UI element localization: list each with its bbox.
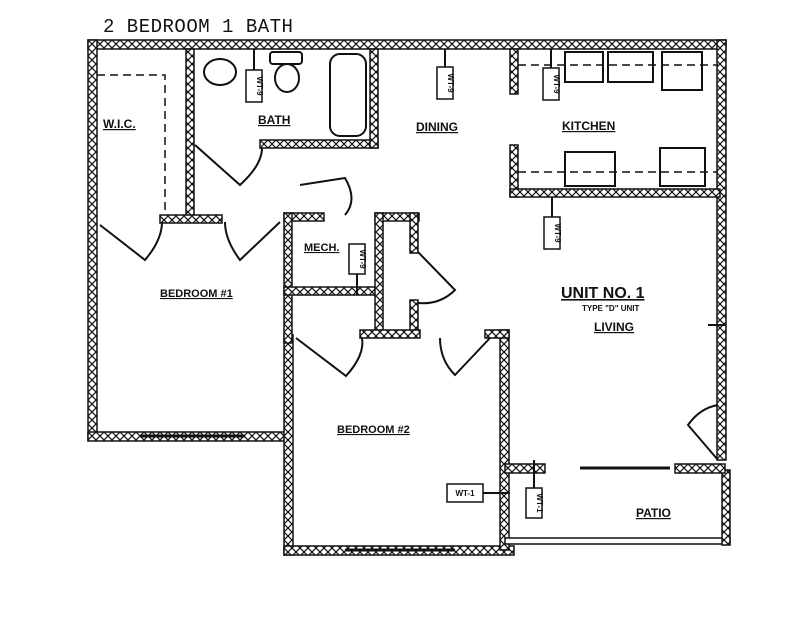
tag-bedroom-2: WT-1	[455, 489, 475, 498]
tag-kitchen-upper: WT-9	[552, 74, 561, 94]
label-bedroom-1: BEDROOM #1	[160, 288, 233, 300]
plan-title: 2 BEDROOM 1 BATH	[103, 16, 294, 38]
unit-type: TYPE "D" UNIT	[582, 304, 639, 313]
label-living: LIVING	[594, 320, 634, 334]
tag-kitchen-lower: WT-9	[553, 223, 562, 243]
tag-bath: WT-9	[255, 76, 264, 96]
sink-icon	[203, 58, 237, 86]
toilet-tank-icon	[269, 51, 303, 65]
tag-dining: WT-9	[446, 73, 455, 93]
stove-icon	[564, 151, 616, 187]
windows	[140, 434, 670, 552]
toilet-icon	[274, 63, 300, 93]
unit-name: UNIT NO. 1	[561, 285, 645, 302]
tag-patio: WT-1	[535, 493, 544, 513]
label-kitchen: KITCHEN	[562, 119, 615, 133]
label-bedroom-2: BEDROOM #2	[337, 424, 410, 436]
refrigerator-icon	[661, 51, 703, 91]
bathtub-icon	[329, 53, 367, 137]
label-patio: PATIO	[636, 506, 671, 520]
fixtures	[203, 51, 706, 187]
tag-mech: WT-9	[358, 249, 367, 269]
label-dining: DINING	[416, 120, 458, 134]
kitchen-sink-icon	[564, 51, 604, 83]
label-bath: BATH	[258, 113, 290, 127]
label-mech: MECH.	[304, 242, 339, 254]
label-wic: W.I.C.	[103, 117, 136, 131]
dishwasher-icon	[659, 147, 706, 187]
doors	[99, 144, 719, 461]
